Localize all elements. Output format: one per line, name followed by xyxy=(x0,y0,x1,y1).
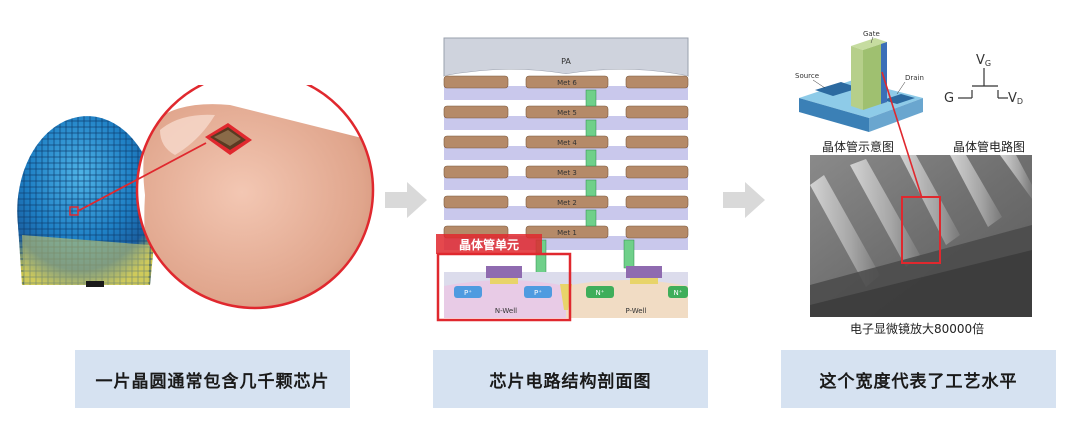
well-label-p: P-Well xyxy=(625,307,646,315)
doping-label-2: P⁺ xyxy=(534,289,542,297)
gate-to-fin-connector xyxy=(881,71,923,199)
g-label: G xyxy=(944,91,954,106)
transistor-schematic-caption: 晶体管示意图 xyxy=(822,140,895,154)
layer-label-met1: Met 1 xyxy=(557,229,577,237)
vg-sub: G xyxy=(985,59,991,68)
arrow-right-icon xyxy=(723,182,765,218)
sem-caption: 电子显微镜放大80000倍 xyxy=(850,322,985,336)
transistor-unit-highlight-label-bg xyxy=(436,234,542,254)
transistor-unit-highlight-box xyxy=(436,252,572,322)
gate-label: Gate xyxy=(863,30,880,38)
caption-wafer: 一片晶圆通常包含几千颗芯片 xyxy=(75,350,350,408)
doping-label-3: N⁺ xyxy=(596,289,605,297)
arrow-right-icon xyxy=(385,182,427,218)
layer-label-met5: Met 5 xyxy=(557,109,577,117)
svg-text:VD: VD xyxy=(1008,91,1023,106)
source-label: Source xyxy=(795,72,819,80)
layer-label-met4: Met 4 xyxy=(557,139,577,147)
layer-label-met6: Met 6 xyxy=(557,79,577,87)
vd-label: V xyxy=(1008,91,1017,106)
doping-label-4: N⁺ xyxy=(674,289,683,297)
vg-label: V xyxy=(976,53,985,68)
zoom-connector-line xyxy=(77,142,207,212)
doping-label-1: P⁺ xyxy=(464,289,472,297)
chip xyxy=(205,123,252,155)
vd-sub: D xyxy=(1017,97,1023,106)
svg-text:VG: VG xyxy=(976,53,991,68)
layer-label-met3: Met 3 xyxy=(557,169,577,177)
wafer-finger-illustration xyxy=(17,85,375,310)
layer-label-met2: Met 2 xyxy=(557,199,577,207)
layer-label-pa: PA xyxy=(561,57,571,66)
drain-label: Drain xyxy=(905,74,924,82)
magnifier-circle xyxy=(135,85,375,310)
chip-cross-section-diagram: PA Met 6 Met 5 Met 4 Met 3 Met 2 Met 1 xyxy=(436,34,698,322)
wafer xyxy=(17,116,158,287)
caption-cross-section: 芯片电路结构剖面图 xyxy=(433,350,708,408)
transistor-circuit-symbol: VG G VD xyxy=(944,53,1023,106)
transistor-unit-highlight-label: 晶体管单元 xyxy=(459,237,519,252)
caption-process-width: 这个宽度代表了工艺水平 xyxy=(781,350,1056,408)
transistor-gates xyxy=(486,266,662,284)
well-label-n: N-Well xyxy=(495,307,517,315)
sem-micrograph xyxy=(810,155,1032,317)
transistor-circuit-caption: 晶体管电路图 xyxy=(953,140,1026,154)
